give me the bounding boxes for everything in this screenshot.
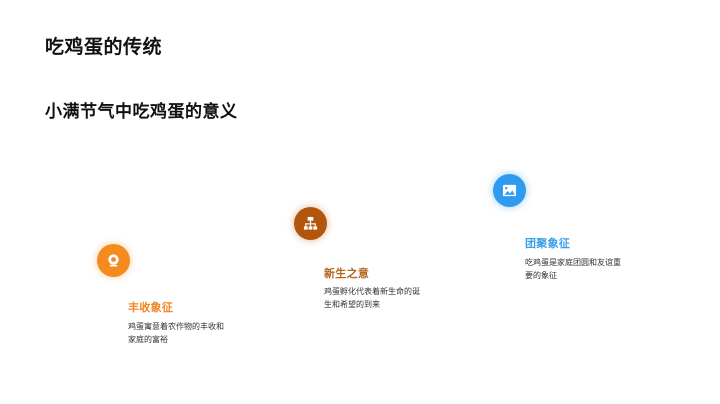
- webcam-icon: [106, 253, 121, 268]
- timeline-marker: [97, 244, 130, 277]
- timeline-item-description: 鸡蛋寓意着农作物的丰收和家庭的富裕: [128, 322, 224, 344]
- timeline-item-description: 吃鸡蛋是家庭团圆和友谊重要的象征: [525, 258, 621, 280]
- timeline-item-title: 丰收象征: [128, 301, 174, 314]
- timeline-item-title: 团聚象征: [525, 237, 571, 250]
- timeline-marker: [294, 207, 327, 240]
- slide-title: 吃鸡蛋的传统: [45, 36, 163, 58]
- sitemap-icon: [303, 216, 318, 231]
- slide-subtitle: 小满节气中吃鸡蛋的意义: [45, 102, 238, 122]
- image-icon: [502, 183, 517, 198]
- timeline-item-title: 新生之意: [324, 267, 370, 280]
- timeline-marker: [493, 174, 526, 207]
- timeline-item-description: 鸡蛋孵化代表着新生命的诞生和希望的到来: [324, 287, 420, 309]
